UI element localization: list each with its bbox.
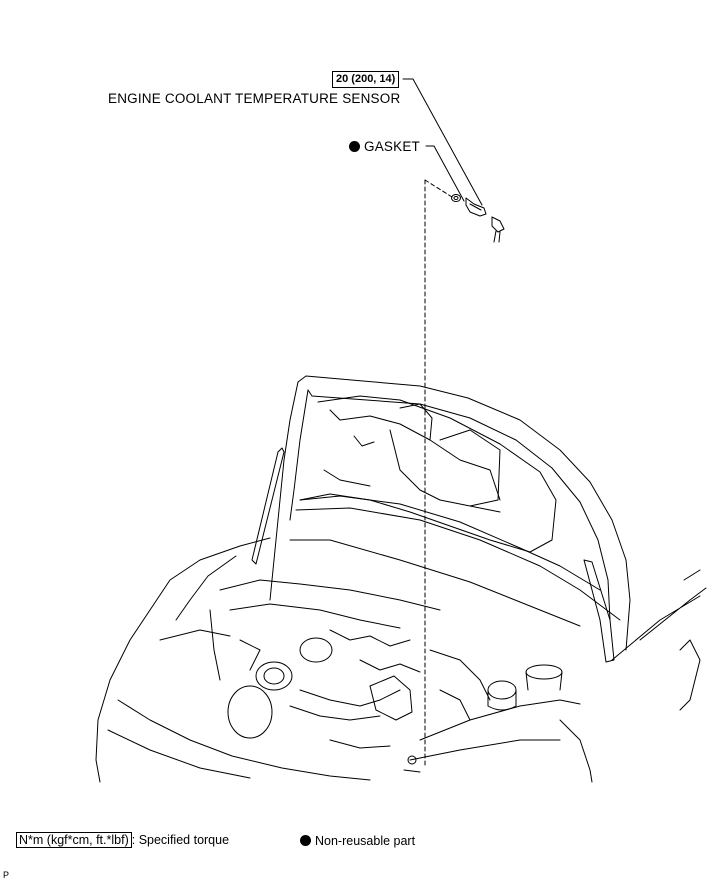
front-body (95, 537, 593, 783)
hood-outline (251, 375, 631, 663)
engine-components (209, 579, 563, 773)
fog-lamp (227, 685, 273, 739)
torque-unit-box: N*m (kgf*cm, ft.*lbf) (16, 832, 132, 848)
gasket-part (451, 194, 461, 202)
coolant-temperature-sensor-part (465, 197, 505, 243)
torque-legend-text: : Specified torque (131, 833, 230, 847)
gasket-leader-line (425, 145, 465, 202)
nonreusable-legend-text: Non-reusable part (315, 834, 416, 848)
torque-leader-line (402, 78, 483, 206)
torque-legend: N*m (kgf*cm, ft.*lbf): Specified torque (16, 832, 229, 848)
cowl-and-windshield (289, 495, 707, 711)
non-reusable-legend-dot-icon (300, 835, 311, 846)
sensor-label: ENGINE COOLANT TEMPERATURE SENSOR (108, 91, 401, 106)
torque-value-box: 20 (200, 14) (332, 71, 400, 88)
corner-mark: P (3, 870, 10, 880)
alignment-dashed-line (424, 179, 453, 769)
nonreusable-legend: Non-reusable part (300, 833, 415, 849)
gasket-label-row: GASKET (349, 139, 420, 155)
non-reusable-dot-icon (349, 141, 360, 152)
gasket-label: GASKET (364, 139, 420, 154)
